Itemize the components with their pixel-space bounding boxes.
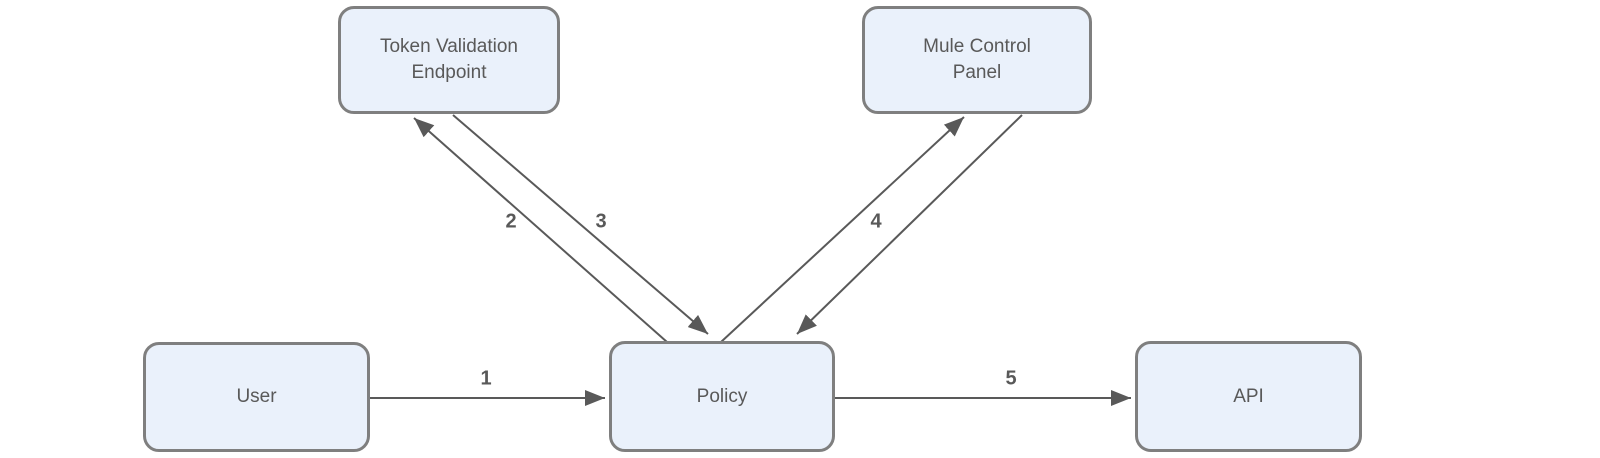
edge-label-1: 1 — [480, 367, 492, 390]
node-api-label: API — [1233, 385, 1264, 407]
node-policy-label: Policy — [696, 385, 748, 407]
node-mule-control-panel: Mule Control Panel — [862, 6, 1092, 114]
edge-label-4: 4 — [870, 210, 882, 233]
edge-label-5: 5 — [1005, 367, 1017, 390]
node-mule-control-panel-label: Mule Control Panel — [923, 36, 1031, 83]
edge-policy-to-token-validation-endpoint — [413, 117, 668, 343]
node-user: User — [143, 342, 370, 452]
edge-token-validation-endpoint-to-policy — [452, 114, 709, 335]
edge-mule-control-panel-to-policy — [796, 114, 1023, 335]
edge-label-3: 3 — [595, 210, 607, 233]
node-user-label: User — [236, 386, 277, 408]
edge-label-2: 2 — [505, 210, 517, 233]
node-policy: Policy — [609, 341, 835, 452]
edge-policy-to-mule-control-panel — [720, 116, 965, 343]
node-token-validation-endpoint-label: Token Validation Endpoint — [379, 36, 519, 83]
node-token-validation-endpoint: Token Validation Endpoint — [338, 6, 560, 114]
node-api: API — [1135, 341, 1362, 452]
